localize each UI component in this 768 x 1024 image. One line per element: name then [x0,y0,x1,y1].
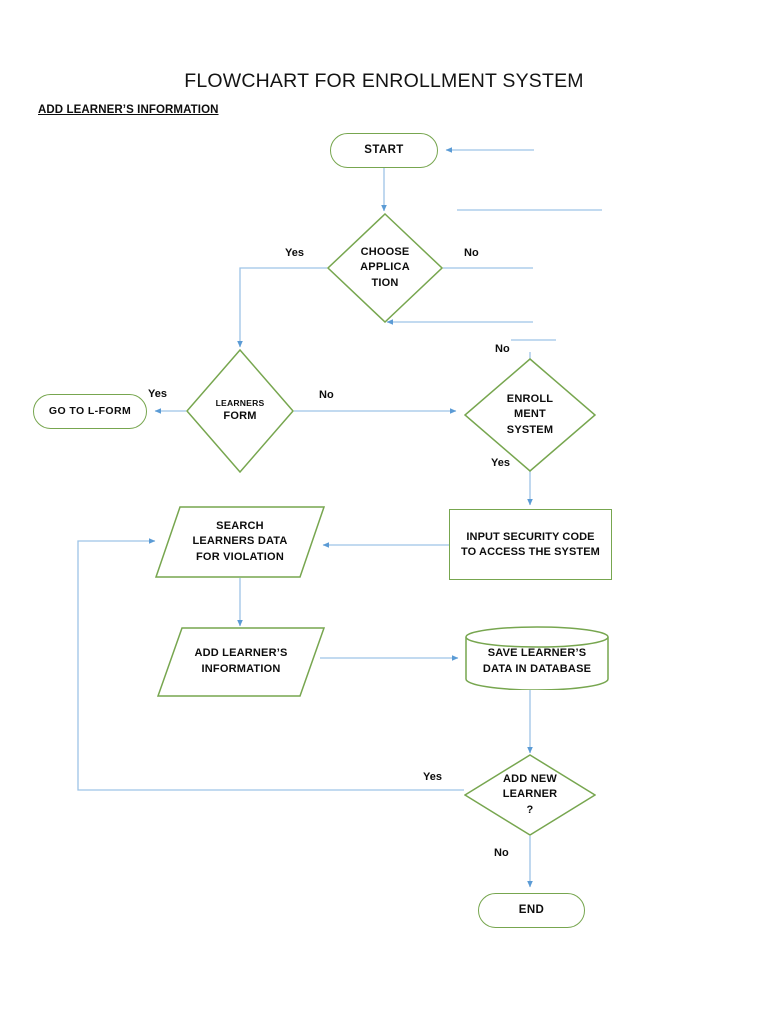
node-save-learners-data-line2: DATA IN DATABASE [482,663,592,675]
node-enrollment-system-line3: SYSTEM [506,423,554,436]
node-search-learners-data[interactable]: SEARCH LEARNERS DATA FOR VIOLATION [155,506,325,578]
edge-choose-yes-to-learners-form [237,267,327,348]
node-choose-application-line1: CHOOSE [360,245,410,258]
node-learners-form-line1: LEARNERS [215,398,265,409]
edge-label-add-new-yes: Yes [423,771,442,783]
node-input-security-code-line2: TO ACCESS THE SYSTEM [461,545,600,558]
edge-label-enroll-no: No [495,343,510,355]
node-add-new-learner[interactable]: ADD NEW LEARNER ? [464,754,596,836]
node-enrollment-system[interactable]: ENROLL MENT SYSTEM [464,358,596,472]
node-choose-application-line2: APPLICA [360,261,410,274]
edge-label-choose-yes: Yes [285,247,304,259]
diamond-shape [186,349,294,473]
node-search-learners-data-line3: FOR VIOLATION [196,550,284,563]
node-input-security-code-line1: INPUT SECURITY CODE [466,531,595,544]
node-add-learners-information-line1: ADD LEARNER’S [194,647,288,660]
node-goto-l-form[interactable]: GO TO L-FORM [33,394,147,429]
node-search-learners-data-line1: SEARCH [216,519,264,532]
node-goto-l-form-label: GO TO L-FORM [48,404,132,417]
node-add-learners-information-line2: INFORMATION [201,663,281,675]
node-add-new-learner-line2: LEARNER [502,788,558,801]
edge-label-choose-no: No [464,247,479,259]
node-choose-application-line3: TION [371,276,399,289]
page-title: FLOWCHART FOR ENROLLMENT SYSTEM [184,70,584,92]
diamond-shape [464,754,596,836]
section-label: ADD LEARNER’S INFORMATION [38,104,219,116]
node-end-label: END [518,904,545,917]
node-learners-form-line2: FORM [223,410,257,423]
edge-label-learners-form-yes: Yes [148,388,167,400]
node-enrollment-system-line2: MENT [514,408,546,421]
node-start[interactable]: START [330,133,438,168]
node-enrollment-system-line1: ENROLL [506,392,554,405]
node-learners-form[interactable]: LEARNERS FORM [186,349,294,473]
parallelogram-shape [157,627,325,697]
edge-label-add-new-no: No [494,847,509,859]
database-cylinder-shape [465,626,609,690]
node-save-learners-data[interactable]: SAVE LEARNER’S DATA IN DATABASE [464,626,610,690]
node-input-security-code[interactable]: INPUT SECURITY CODE TO ACCESS THE SYSTEM [449,509,612,580]
diamond-shape [464,358,596,472]
node-save-learners-data-line1: SAVE LEARNER’S [487,647,587,660]
node-search-learners-data-line2: LEARNERS DATA [192,535,288,548]
diamond-shape [327,213,443,323]
node-add-new-learner-line1: ADD NEW [503,772,557,785]
node-choose-application[interactable]: CHOOSE APPLICA TION [327,213,443,323]
node-start-label: START [364,144,404,157]
node-add-new-learner-line3: ? [526,803,534,816]
edge-label-learners-form-no: No [319,389,334,401]
parallelogram-shape [155,506,325,578]
node-end[interactable]: END [478,893,585,928]
edge-label-enroll-yes: Yes [491,457,510,469]
node-add-learners-information[interactable]: ADD LEARNER’S INFORMATION [157,627,325,697]
